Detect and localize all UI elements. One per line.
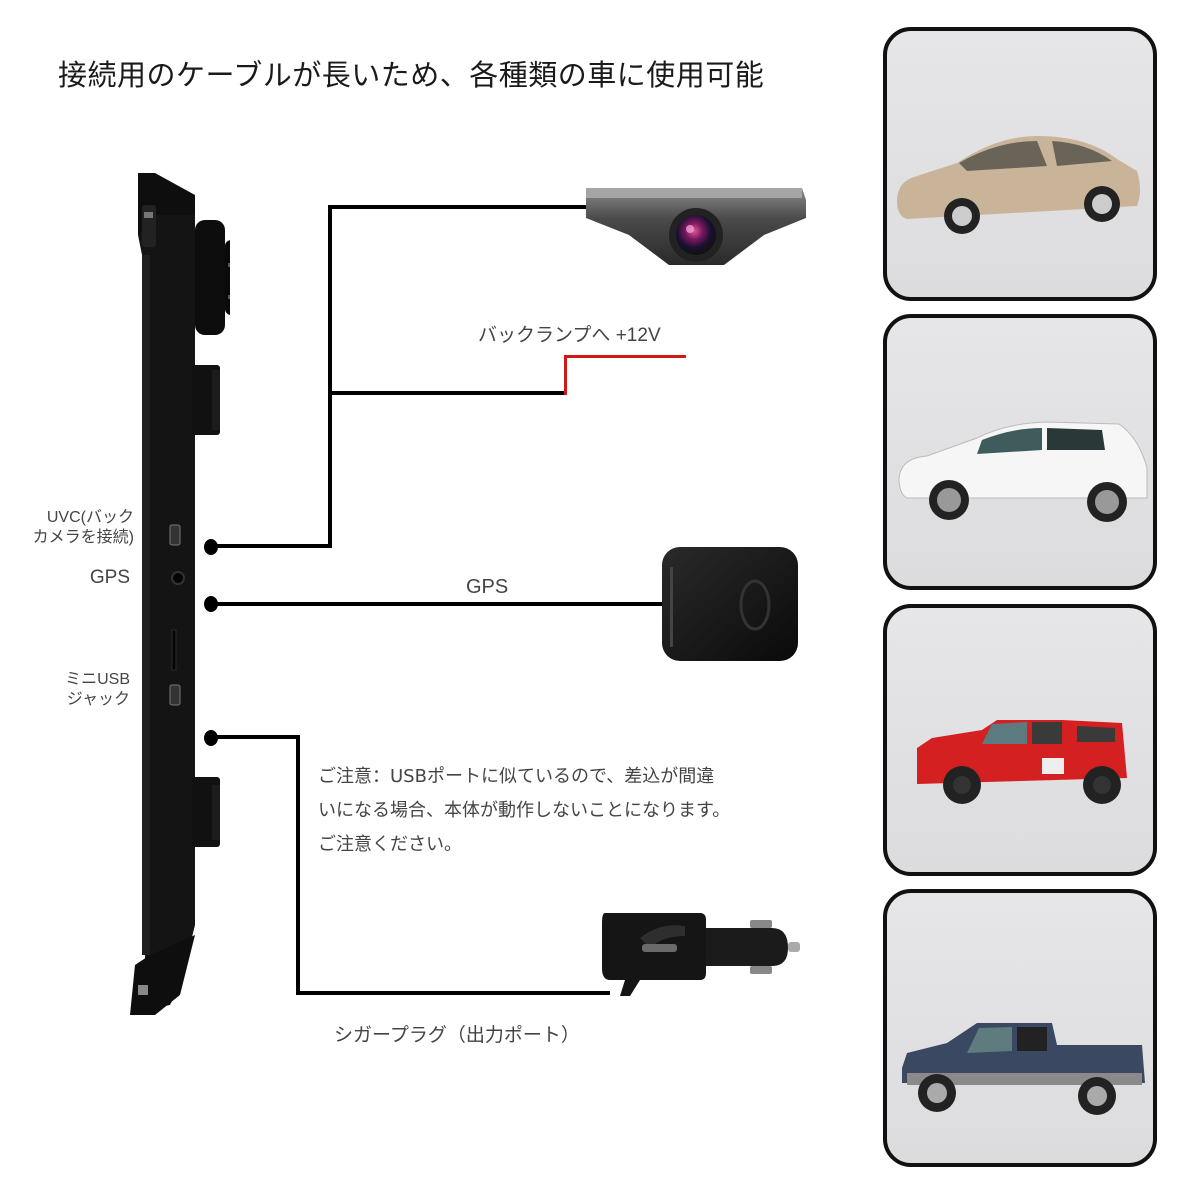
wire-mini-usb [210, 735, 300, 739]
power-label: バックランプへ +12V [478, 325, 661, 346]
port-label-mini-usb: ミニUSB ジャック [65, 671, 130, 708]
cigar-plug [600, 908, 805, 1003]
gps-wire-label: GPS [466, 576, 509, 598]
vehicle-panel-pickup-red [883, 604, 1157, 876]
wire-power-red-vertical [564, 356, 567, 395]
wire-cigar [296, 991, 610, 995]
red-pickup-icon [917, 720, 1127, 804]
blue-pickup-icon [902, 1023, 1145, 1115]
page-title: 接続用のケーブルが長いため、各種類の車に使用可能 [58, 58, 765, 92]
wire-gps [210, 602, 662, 606]
port-label-gps: GPS [89, 567, 130, 588]
wire-power-branch [328, 391, 566, 395]
caution-note-line-1: ご注意：USBポートに似ているので、差込が間違 [318, 766, 715, 787]
vehicle-panel-pickup-blue [883, 889, 1157, 1167]
wire-mini-usb-vertical [296, 735, 300, 995]
gps-antenna [660, 545, 800, 663]
backup-camera [584, 180, 809, 270]
wire-power-red [564, 355, 686, 358]
wire-uvc-vertical [328, 205, 332, 548]
cigar-plug-label: シガープラグ（出力ポート） [334, 1025, 580, 1046]
caution-note: ご注意：USBポートに似ているので、差込が間違 いになる場合、本体が動作しないこ… [318, 760, 798, 862]
wire-camera [328, 205, 588, 209]
port-label-uvc: UVC(バック カメラを接続) [32, 509, 134, 546]
caution-note-line-2: いになる場合、本体が動作しないことになります。 [318, 800, 731, 821]
caution-note-line-3: ご注意ください。 [318, 834, 462, 855]
vehicle-panel-sedan [883, 27, 1157, 301]
suv-car-icon [898, 421, 1148, 522]
vehicle-panel-suv [883, 314, 1157, 590]
mirror-monitor-device [120, 165, 230, 1045]
sedan-car-icon [897, 136, 1140, 234]
wire-uvc [210, 544, 330, 548]
